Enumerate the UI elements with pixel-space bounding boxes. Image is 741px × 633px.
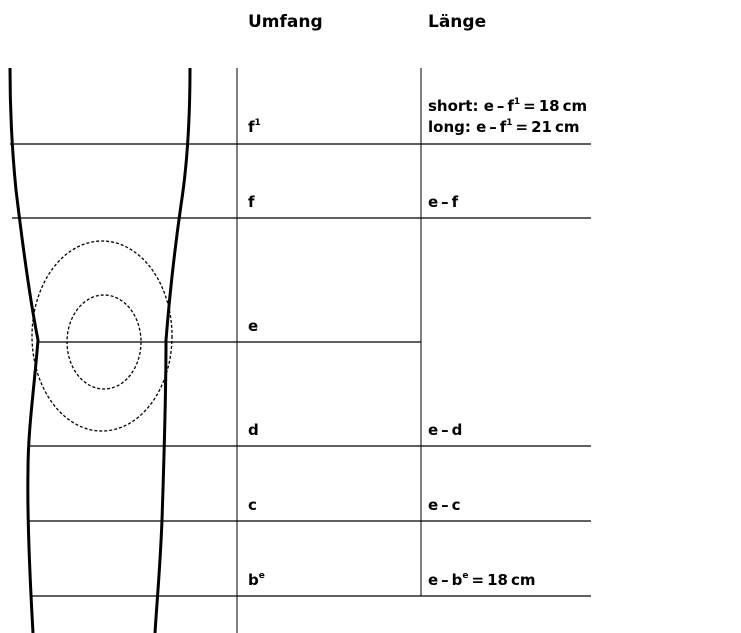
laenge-e-f: e – f: [428, 193, 459, 211]
laenge-header: Länge: [428, 12, 487, 32]
umfang-c: c: [248, 496, 257, 514]
laenge-e-c: e – c: [428, 496, 461, 514]
laenge-short: short: e – f1 = 18 cm: [428, 97, 588, 115]
umfang-b: be: [248, 571, 265, 589]
knee-outer-outline: [31, 240, 173, 432]
laenge-e-b: e – be = 18 cm: [428, 571, 536, 589]
leg-left-contour: [8, 67, 40, 633]
umfang-f1: f1: [248, 118, 261, 136]
laenge-e-d: e – d: [428, 421, 463, 439]
leg-right-contour: [153, 67, 192, 633]
umfang-f: f: [248, 193, 255, 211]
umfang-d: d: [248, 421, 259, 439]
umfang-header: Umfang: [248, 12, 323, 32]
umfang-e: e: [248, 317, 259, 335]
laenge-long: long: e – f1 = 21 cm: [428, 118, 580, 136]
